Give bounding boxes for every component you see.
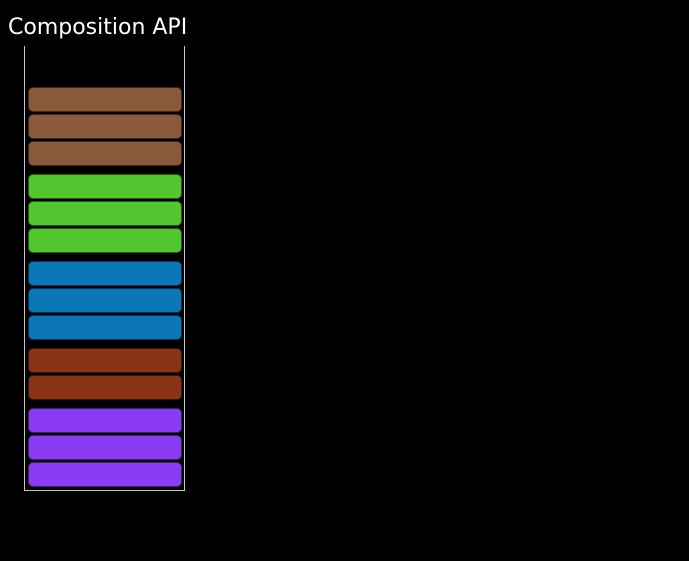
stack-bar-brown <box>27 141 182 166</box>
stack-bar-green <box>27 174 182 199</box>
stack-bar-purple <box>27 435 182 460</box>
stack-bar-rust <box>27 348 182 373</box>
stack-bar-blue <box>27 288 182 313</box>
stack-bar-brown <box>27 87 182 112</box>
stack-bar-blue <box>27 315 182 340</box>
stack-bar-rust <box>27 375 182 400</box>
stack-bar-green <box>27 228 182 253</box>
stack-bar-purple <box>27 408 182 433</box>
bar-stack <box>25 87 184 489</box>
stack-container <box>24 46 185 491</box>
stack-bar-brown <box>27 114 182 139</box>
stack-bar-green <box>27 201 182 226</box>
diagram-title: Composition API <box>8 15 188 40</box>
stack-bar-purple <box>27 462 182 487</box>
stack-bar-blue <box>27 261 182 286</box>
